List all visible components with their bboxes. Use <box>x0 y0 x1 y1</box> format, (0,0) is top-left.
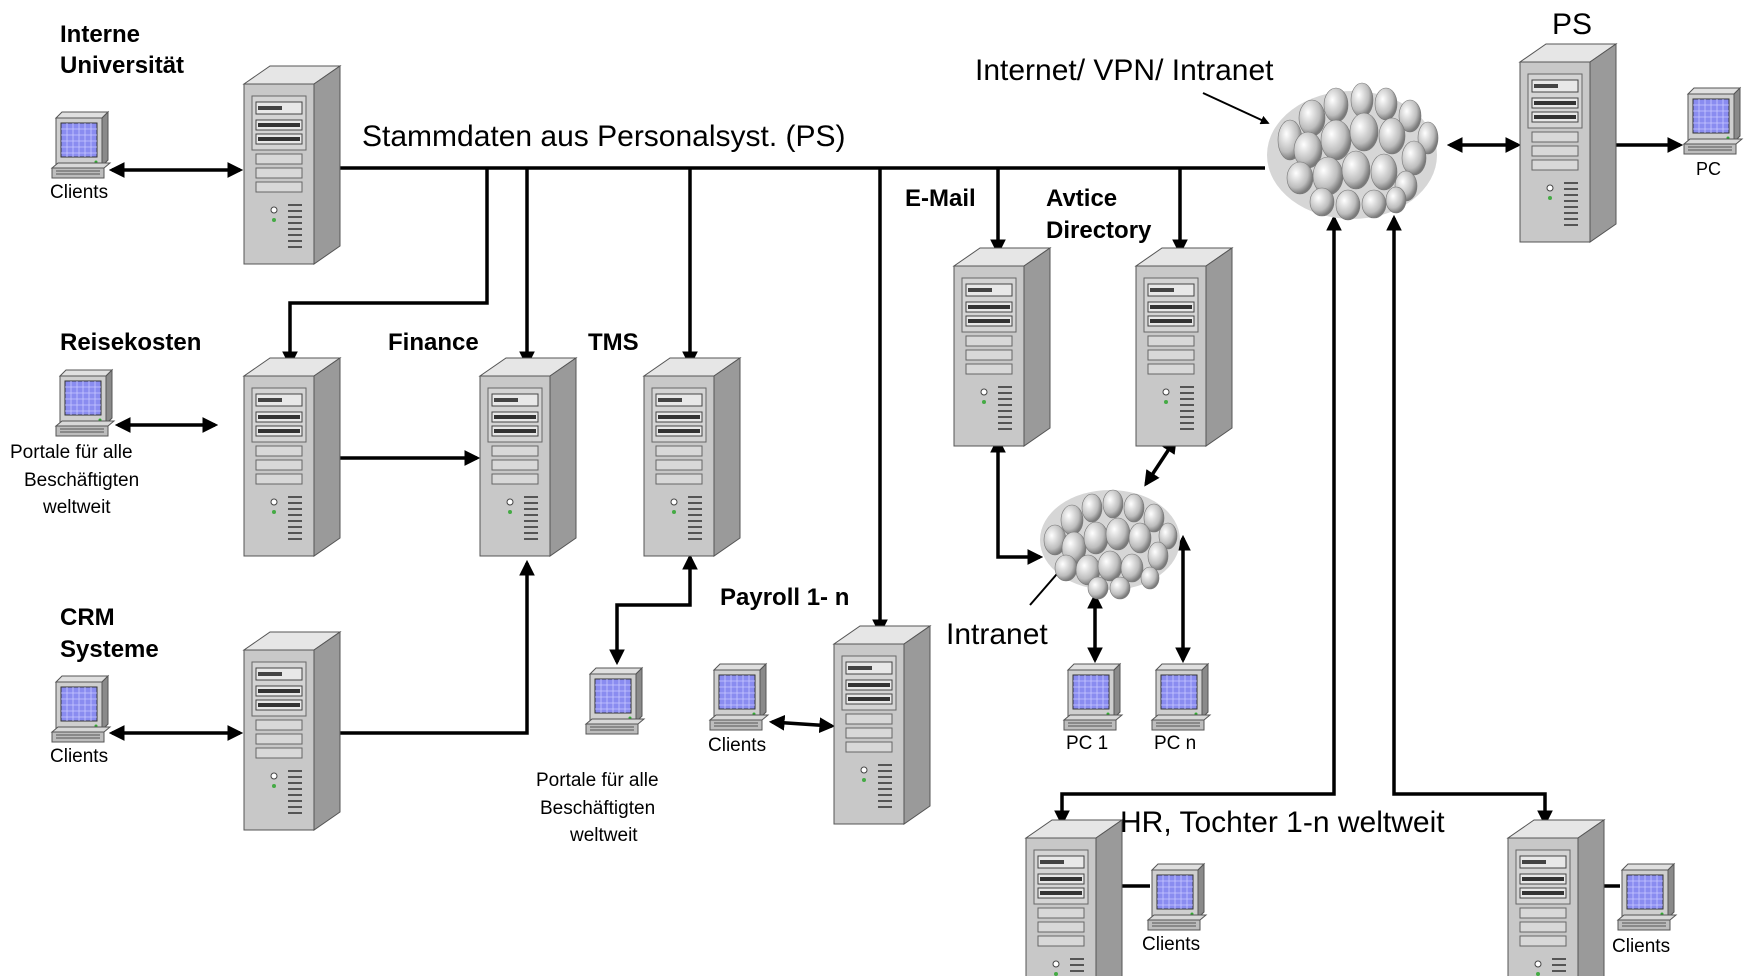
label-crm-line2: Systeme <box>60 636 159 663</box>
label-payroll-clients: Clients <box>708 735 766 756</box>
label-reise-portale-line1: Portale für alle <box>10 442 133 463</box>
cloud-hr-left-link <box>1054 214 1342 827</box>
label-tms-portale-line1: Portale für alle <box>536 770 659 791</box>
label-reise-portale-line2: Beschäftigten <box>24 470 139 491</box>
payroll-clients-link <box>768 714 836 734</box>
pc-hr-right-clients-icon <box>1617 863 1677 931</box>
label-tms: TMS <box>588 329 639 356</box>
label-finance: Finance <box>388 329 479 356</box>
server-finance-icon <box>479 357 577 557</box>
intranet-cloud-icon <box>1040 489 1180 600</box>
ad-intranet-link <box>1144 437 1177 487</box>
label-tms-portale-line3: weltweit <box>569 825 638 846</box>
pc-ps-icon <box>1683 87 1743 155</box>
server-ps-icon <box>1519 43 1617 243</box>
bus-to-reisekosten <box>282 168 489 368</box>
pc-tms-portal-icon <box>585 667 645 735</box>
server-reisekosten-icon <box>243 357 341 557</box>
label-pcn: PC n <box>1154 733 1196 754</box>
label-interne-line2: Universität <box>60 52 184 79</box>
label-hr-left-clients: Clients <box>1142 934 1200 955</box>
connection-lines <box>108 92 1684 888</box>
server-interne-universitaet-icon <box>243 65 341 265</box>
server-active-directory-icon <box>1135 247 1233 447</box>
server-payroll-icon <box>833 625 931 825</box>
label-crm-clients: Clients <box>50 746 108 767</box>
email-intranet-link <box>990 436 1044 565</box>
server-tms-icon <box>643 357 741 557</box>
label-reise-portale-line3: weltweit <box>42 497 111 518</box>
pcn-icon <box>1151 663 1211 731</box>
pc-payroll-clients-icon <box>709 663 769 731</box>
label-crm-line1: CRM <box>60 604 115 631</box>
label-email: E-Mail <box>905 185 976 212</box>
label-pc: PC <box>1696 159 1721 179</box>
label-ad-line1: Avtice <box>1046 185 1117 212</box>
label-stammdaten: Stammdaten aus Personalsyst. (PS) <box>362 120 846 153</box>
pc-hr-left-clients-icon <box>1147 863 1207 931</box>
cloud-hr-right-link <box>1386 214 1553 827</box>
server-hr-left-icon <box>1025 819 1123 976</box>
tms-portal-link <box>609 553 698 666</box>
pc-reisekosten-portal-icon <box>55 369 115 437</box>
label-ps: PS <box>1552 8 1592 41</box>
server-crm-icon <box>243 631 341 831</box>
pc-crm-clients-icon <box>51 675 111 743</box>
server-hr-right-icon <box>1507 819 1605 976</box>
label-tms-portale-line2: Beschäftigten <box>540 798 655 819</box>
label-ad-line2: Directory <box>1046 217 1152 244</box>
pc1-icon <box>1063 663 1123 731</box>
server-email-icon <box>953 247 1051 447</box>
pc-interne-clients-icon <box>51 111 111 179</box>
crm-finance-link <box>323 559 535 741</box>
label-hr-right-clients: Clients <box>1612 936 1670 957</box>
internet-pointer <box>1202 92 1270 125</box>
internet-cloud-icon <box>1267 82 1439 221</box>
label-interne-clients: Clients <box>50 182 108 203</box>
label-pc1: PC 1 <box>1066 733 1108 754</box>
label-interne-line1: Interne <box>60 21 140 48</box>
label-intranet: Intranet <box>946 618 1048 651</box>
label-internet-vpn: Internet/ VPN/ Intranet <box>975 54 1274 87</box>
label-payroll: Payroll 1- n <box>720 584 849 611</box>
label-hr-tochter: HR, Tochter 1-n weltweit <box>1120 806 1445 839</box>
label-reisekosten: Reisekosten <box>60 329 201 356</box>
